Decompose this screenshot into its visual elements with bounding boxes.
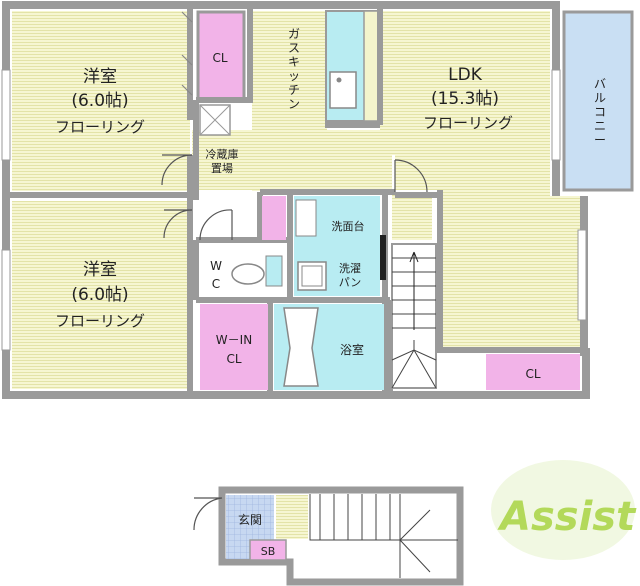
svg-text:ス: ス [288, 41, 300, 55]
assist-logo: Assist [491, 460, 637, 560]
bathtub [283, 307, 319, 387]
svg-text:ッ: ッ [288, 69, 300, 83]
sink-drain [336, 77, 342, 83]
svg-text:チ: チ [288, 83, 300, 97]
fridge-box-x [199, 104, 231, 136]
svg-text:バ: バ [594, 77, 606, 91]
shoe-box [249, 539, 287, 561]
closet-ldk-label: CL [525, 367, 540, 381]
windows [1, 69, 587, 351]
sink [329, 71, 357, 109]
western-room-1-floor-label: フローリング [55, 118, 145, 136]
ldk-size: (15.3帖) [431, 89, 499, 109]
western-room-1-name: 洋室 [83, 67, 117, 87]
hallway-floor-3 [392, 195, 432, 240]
laundry-label-2: パン [339, 276, 362, 289]
svg-text:コ: コ [594, 105, 606, 119]
svg-text:ー: ー [594, 133, 606, 147]
hallway-floor-2 [192, 130, 392, 190]
entrance-label: 玄関 [238, 512, 262, 527]
entrance-door-swing [193, 497, 223, 531]
washbasin-counter [295, 199, 317, 237]
western-room-2-floor-label: フローリング [55, 312, 145, 330]
svg-text:ン: ン [288, 97, 300, 111]
laundry-label-1: 洗濯 [339, 262, 361, 275]
laundry-pan-inner [301, 265, 323, 287]
walk-in-label-2: CL [226, 352, 241, 366]
washbasin-label: 洗面台 [332, 219, 365, 233]
western-room-1-size: (6.0帖) [71, 91, 128, 111]
washroom-door-bar [380, 235, 386, 280]
closet-small [262, 196, 286, 240]
western-room-2-size: (6.0帖) [71, 285, 128, 305]
western-room-2-name: 洋室 [83, 260, 117, 280]
wc-label-1: W [210, 259, 222, 273]
balcony-area [562, 10, 634, 192]
shoe-box-label: SB [261, 545, 276, 558]
stairs-upper [391, 243, 437, 389]
ldk-name: LDK [448, 65, 483, 85]
svg-text:ガ: ガ [288, 27, 300, 41]
inner-walls [6, 5, 580, 395]
western-room-1-floor [12, 11, 190, 191]
fridge-label-1: 冷蔵庫 [206, 147, 239, 161]
bathroom-label: 浴室 [340, 342, 364, 357]
logo-text: Assist [497, 494, 637, 540]
entrance-hall-floor [276, 495, 308, 539]
walk-in-label-1: W－IN [216, 333, 252, 347]
laundry-pan-box [297, 261, 327, 291]
ldk-floor [380, 11, 580, 348]
walk-in-closet [200, 304, 268, 390]
svg-text:ニ: ニ [594, 119, 606, 133]
gas-kitchen-label: ガ ス キ ッ チ ン [288, 27, 300, 111]
wc-wall-tank [265, 255, 283, 287]
svg-text:ル: ル [594, 91, 606, 105]
closet-ldk [486, 354, 580, 390]
balcony-label: バ ル コ ニ ー [594, 77, 606, 147]
door-swings [161, 11, 428, 241]
svg-text:キ: キ [288, 55, 300, 69]
toilet-bowl [231, 263, 265, 285]
western-room-2-floor [12, 201, 190, 389]
balcony-window [551, 69, 561, 161]
closet-top-label: CL [212, 51, 227, 65]
ldk-floor-label: フローリング [423, 114, 513, 132]
stairs-lower [309, 494, 458, 578]
fridge-label-2: 置場 [211, 162, 233, 175]
wc-label-2: C [212, 277, 220, 291]
